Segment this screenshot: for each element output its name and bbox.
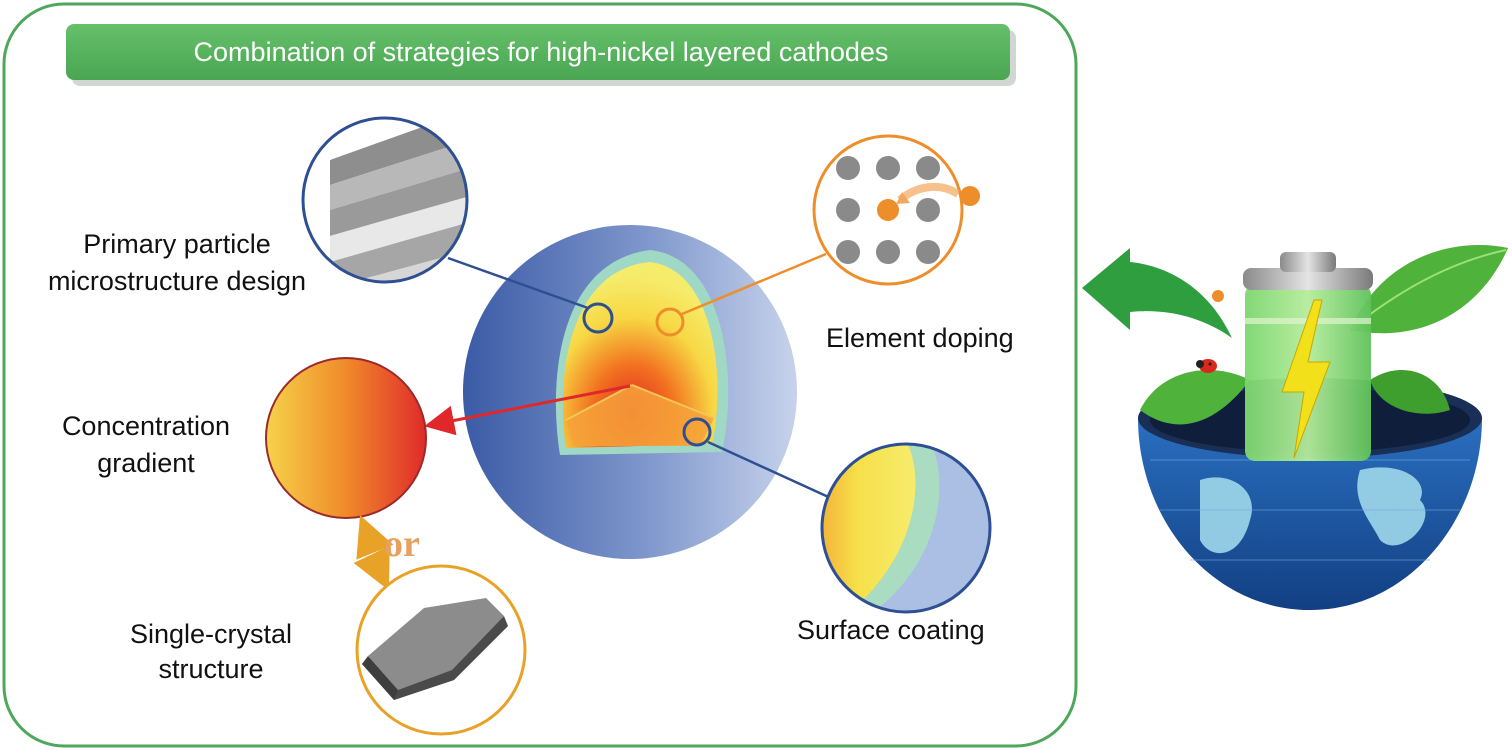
coating-connector [707,440,836,502]
green-return-arrow [1082,248,1232,338]
diagram-title: Combination of strategies for high-nicke… [193,37,889,67]
single-crystal-zoom [355,564,527,736]
element-doping-zoom [812,134,980,286]
concentration-gradient-particle [265,357,427,519]
coating-zoom-marker [682,417,712,447]
single-crystal-label-line1: Single-crystal [129,619,293,649]
hexagonal-crystal-icon [362,598,508,700]
concentration-gradient-label-line1: Concentration [61,411,231,441]
primary-connector [447,256,589,310]
concentration-gradient-label-line2: gradient [97,448,195,478]
gradient-arrow [424,384,631,436]
single-crystal-label-line2: structure [158,654,264,684]
primary-particle-zoom-marker [582,302,614,334]
element-doping-label: Element doping [826,323,1014,353]
battery-icon [1243,252,1373,461]
primary-particle-label-line1: Primary particle [83,229,271,259]
primary-particle-zoom [301,116,469,284]
leaf-icon [1350,245,1508,334]
lightning-bolt-icon [1281,299,1331,459]
or-connector-label: or [384,523,420,565]
particle-cutaway [566,385,714,446]
title-bar [66,24,1010,80]
primary-particle-label-line2: microstructure design [47,266,307,296]
ladybug-icon [1196,359,1217,373]
battery-globe-illustration [1138,245,1508,610]
doping-connector [681,252,827,316]
globe-icon [1138,418,1482,610]
doping-zoom-marker [655,307,685,337]
surface-coating-label: Surface coating [797,615,985,645]
or-arrow-down [353,545,390,591]
